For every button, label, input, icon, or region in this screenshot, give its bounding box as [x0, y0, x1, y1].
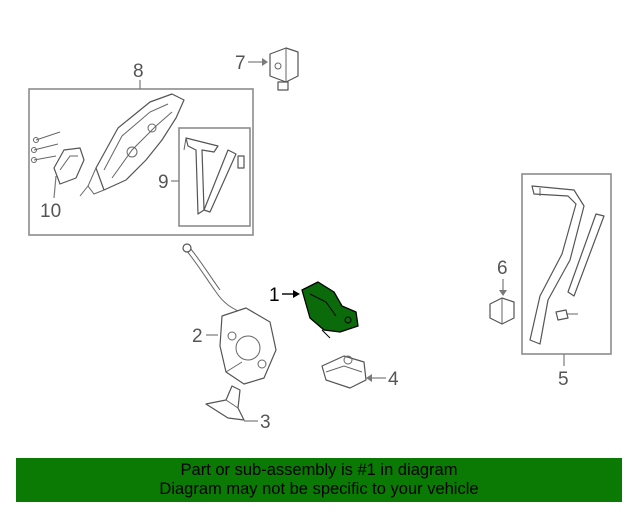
notice-line-2: Diagram may not be specific to your vehi… [159, 480, 479, 498]
callout-5[interactable]: 5 [558, 369, 569, 390]
lock-bracket[interactable] [31, 131, 85, 185]
group-5-frame [521, 173, 612, 355]
weatherstrip[interactable] [529, 185, 605, 345]
group-8-frame [28, 88, 254, 236]
striker-plate[interactable] [205, 385, 245, 421]
notice-line-1: Part or sub-assembly is #1 in diagram [180, 461, 458, 479]
door-sensor[interactable] [269, 47, 299, 91]
leader-10 [53, 175, 57, 199]
callout-4[interactable]: 4 [388, 369, 399, 390]
callout-7[interactable]: 7 [235, 53, 246, 74]
parts-diagram: 8 10 9 7 2 [28, 47, 612, 433]
group-9-frame [178, 127, 251, 227]
leader-1-arrow [293, 290, 300, 298]
callout-9[interactable]: 9 [158, 172, 169, 193]
lock-rod[interactable] [183, 137, 245, 215]
callout-3[interactable]: 3 [260, 412, 271, 433]
notice-banner: Part or sub-assembly is #1 in diagram Di… [16, 458, 622, 502]
latch-bracket[interactable] [321, 355, 367, 389]
callout-8[interactable]: 8 [133, 61, 144, 82]
highlighted-part-1[interactable] [301, 281, 359, 339]
callout-10[interactable]: 10 [40, 201, 61, 222]
callout-1[interactable]: 1 [269, 285, 280, 306]
callout-2[interactable]: 2 [192, 326, 203, 347]
door-lock-actuator[interactable] [79, 93, 185, 197]
callout-6[interactable]: 6 [497, 258, 508, 279]
door-latch[interactable] [182, 243, 277, 385]
clip-part-6[interactable] [489, 297, 515, 325]
